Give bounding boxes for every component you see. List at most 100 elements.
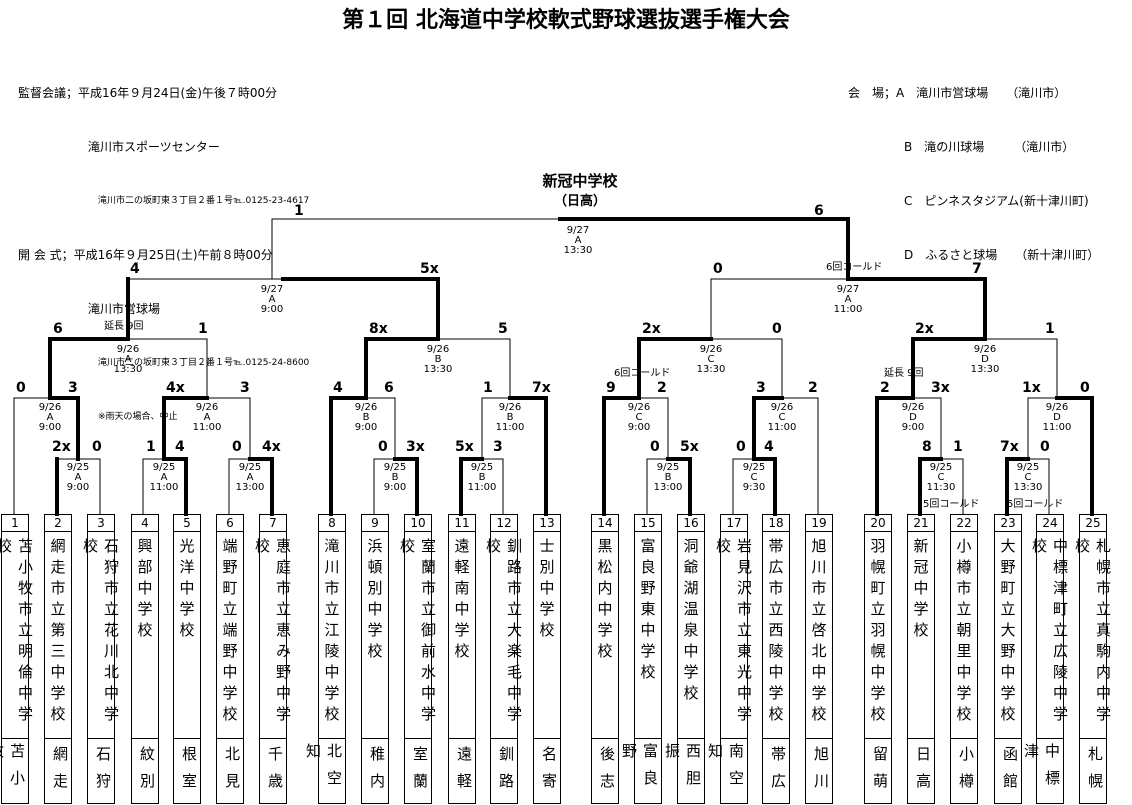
team-name: 岩見沢市立東光中学校: [714, 538, 753, 727]
team-name: 札幌市立真駒内中学校: [1073, 538, 1112, 727]
team-seed: 3: [88, 515, 114, 532]
team-seed: 18: [763, 515, 789, 532]
opening-line-1: 開 会 式；平成16年９月25日(土)午前８時00分: [18, 248, 273, 262]
team-name: 遠軽南中学校: [452, 538, 471, 664]
score-label: 0: [92, 439, 102, 455]
score-label: 5x: [420, 261, 439, 277]
team-region: 小樽: [951, 738, 977, 802]
team-name: 中標津町立広陵中学校: [1030, 538, 1069, 727]
match-info: 9/25 C 9:30: [742, 462, 766, 493]
score-label: 1: [1045, 321, 1055, 337]
team-name: 網走市立第三中学校: [48, 538, 67, 727]
game-note: 6回コールド: [614, 368, 671, 379]
champion-name: 新冠中学校: [542, 172, 618, 190]
team-region: 函館: [995, 738, 1021, 802]
match-info: 9/26 D 13:30: [970, 344, 1000, 375]
match-info: 9/25 A 9:00: [66, 462, 90, 493]
match-info: 9/26 D 11:00: [1042, 402, 1072, 433]
team-seed: 8: [319, 515, 345, 532]
score-label: 2: [657, 380, 667, 396]
team-name: 石狩市立花川北中学校: [81, 538, 120, 727]
team-seed: 12: [491, 515, 517, 532]
team-region: 中標津: [1022, 738, 1063, 802]
match-info: 9/26 C 9:00: [627, 402, 651, 433]
team-region: 富良野: [620, 738, 661, 802]
match-info: 9/27 A 9:00: [260, 284, 284, 315]
score-label: 2: [808, 380, 818, 396]
team-region: 南空知: [706, 738, 747, 802]
team-region: 留萌: [865, 738, 891, 802]
match-info: 9/25 C 13:30: [1013, 462, 1043, 493]
team-region: 名寄: [534, 738, 560, 802]
team-name: 光洋中学校: [177, 538, 196, 643]
game-note: 5回コールド: [1007, 499, 1064, 510]
team-seed: 13: [534, 515, 560, 532]
score-label: 6: [814, 203, 824, 219]
team-region: 網走: [45, 738, 71, 802]
score-label: 1: [953, 439, 963, 455]
team-region: 室蘭: [405, 738, 431, 802]
team-seed: 16: [678, 515, 704, 532]
team-name: 小樽市立朝里中学校: [954, 538, 973, 727]
score-label: 3: [240, 380, 250, 396]
score-label: 4: [333, 380, 343, 396]
score-label: 1: [483, 380, 493, 396]
score-label: 4: [175, 439, 185, 455]
score-label: 8x: [369, 321, 388, 337]
team-name: 羽幌町立羽幌中学校: [868, 538, 887, 727]
team-region: 石狩: [88, 738, 114, 802]
match-info: 9/26 D 9:00: [901, 402, 925, 433]
team-region: 遠軽: [449, 738, 475, 802]
score-label: 2x: [642, 321, 661, 337]
match-info: 9/26 A 9:00: [38, 402, 62, 433]
score-label: 7x: [532, 380, 551, 396]
team-seed: 20: [865, 515, 891, 532]
score-label: 9: [606, 380, 616, 396]
match-info: 9/26 C 11:00: [767, 402, 797, 433]
match-info: 9/27 A 11:00: [833, 284, 863, 315]
team-seed: 14: [592, 515, 618, 532]
venue-label: 会 場；: [848, 86, 897, 100]
score-label: 3: [68, 380, 78, 396]
team-seed: 6: [217, 515, 243, 532]
score-label: 5: [498, 321, 508, 337]
score-label: 4x: [262, 439, 281, 455]
match-info: 9/25 B 13:00: [653, 462, 683, 493]
game-note: 延長 9回: [884, 368, 924, 379]
meeting-line-2: 滝川市スポーツセンター: [88, 140, 220, 154]
score-label: 5x: [455, 439, 474, 455]
score-label: 0: [713, 261, 723, 277]
venue-b: B 滝の川球場 （滝川市）: [904, 140, 1075, 154]
team-seed: 23: [995, 515, 1021, 532]
score-label: 1: [198, 321, 208, 337]
match-info: 9/25 B 9:00: [383, 462, 407, 493]
team-seed: 10: [405, 515, 431, 532]
score-label: 2: [880, 380, 890, 396]
team-seed: 24: [1037, 515, 1063, 532]
team-entry: 24 中標津町立広陵中学校中標津: [1022, 514, 1069, 804]
match-info: 9/26 B 13:30: [423, 344, 453, 375]
score-label: 0: [1080, 380, 1090, 396]
team-seed: 4: [132, 515, 158, 532]
team-seed: 25: [1080, 515, 1106, 532]
team-entry: 20 羽幌町立羽幌中学校留萌: [864, 514, 892, 804]
score-label: 4x: [166, 380, 185, 396]
team-region: 帯広: [763, 738, 789, 802]
score-label: 0: [16, 380, 26, 396]
team-name: 旭川市立啓北中学校: [809, 538, 828, 727]
score-label: 3: [493, 439, 503, 455]
venue-a: A 滝川市営球場 （滝川市）: [896, 86, 1067, 100]
team-name: 興部中学校: [135, 538, 154, 643]
team-seed: 9: [362, 515, 388, 532]
game-note: 延長 9回: [104, 321, 144, 332]
